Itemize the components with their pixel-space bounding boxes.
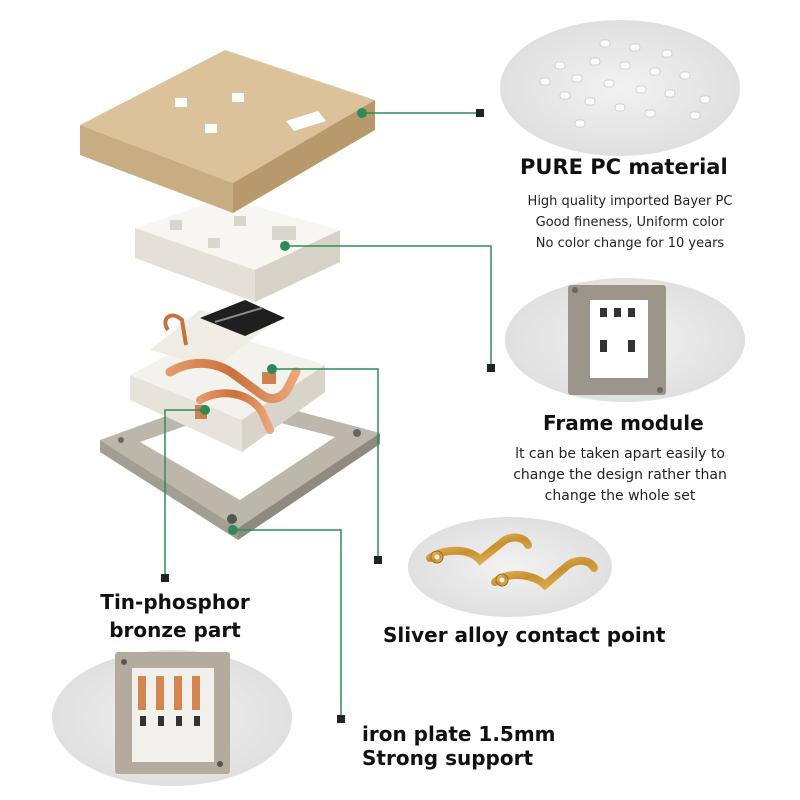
frame-module-line-1: lt can be taken apart easily to [515,446,725,462]
contact-point-title: Sliver alloy contact point [383,623,666,647]
copper-contact-strip [165,358,301,403]
bronze-part-title: Tin-phosphor bronze part [75,588,275,644]
iron-plate-title-line-1: iron plate 1.5mm [362,722,556,746]
leader-end-markers [161,109,495,723]
pc-material-title: PURE PC material [520,155,728,179]
frame-module-line-3: change the whole set [544,488,696,504]
frame-module-part [135,198,340,302]
core-module [130,300,325,452]
spring-clip [200,300,285,336]
pc-material-line-2: Good fineness, Uniform color [535,215,725,230]
cover-plate [80,50,375,213]
pc-pellets-photo [500,20,740,156]
leader-dots [200,108,367,535]
leader-lines [164,112,492,720]
pc-material-line-3: No color change for 10 years [535,236,725,251]
pc-material-line-1: High quality imported Bayer PC [527,194,733,209]
frame-module-description: lt can be taken apart easily to change t… [480,444,760,507]
bronze-part-title-line-2: bronze part [109,618,241,642]
contact-point-photo [408,517,612,617]
bronze-part-photo [52,650,292,786]
iron-plate [100,393,380,540]
plate-screw-hole [227,514,237,524]
frame-module-photo [505,278,745,402]
pc-material-description: High quality imported Bayer PC Good fine… [490,191,770,254]
iron-plate-title: iron plate 1.5mm Strong support [362,722,602,770]
iron-plate-title-line-2: Strong support [362,746,534,770]
frame-module-line-2: change the design rather than [513,467,727,483]
frame-module-title: Frame module [543,411,704,435]
bronze-part-title-line-1: Tin-phosphor [100,590,250,614]
